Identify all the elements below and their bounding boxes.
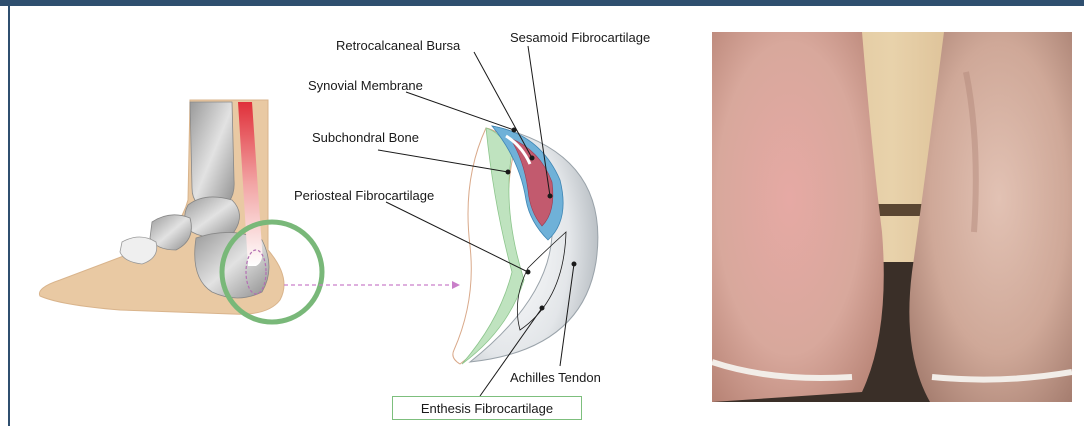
label-enthesis-fibrocartilage: Enthesis Fibrocartilage	[392, 396, 582, 420]
tibia-bone	[190, 102, 234, 210]
label-periosteal-fibrocartilage: Periosteal Fibrocartilage	[294, 188, 434, 203]
talus-bone	[185, 197, 240, 237]
heels-photograph	[712, 32, 1072, 402]
zoom-arrow	[284, 281, 460, 289]
label-synovial-membrane: Synovial Membrane	[308, 78, 423, 93]
label-retrocalcaneal-bursa: Retrocalcaneal Bursa	[336, 38, 461, 53]
label-subchondral-bone: Subchondral Bone	[312, 130, 419, 145]
enthesis-cross-section	[453, 126, 598, 364]
heels-photo-rendering	[712, 32, 1072, 402]
left-heel	[712, 32, 884, 402]
foot-illustration	[39, 100, 322, 322]
label-achilles-tendon: Achilles Tendon	[510, 370, 601, 385]
label-sesamoid-fibrocartilage: Sesamoid Fibrocartilage	[510, 30, 650, 45]
